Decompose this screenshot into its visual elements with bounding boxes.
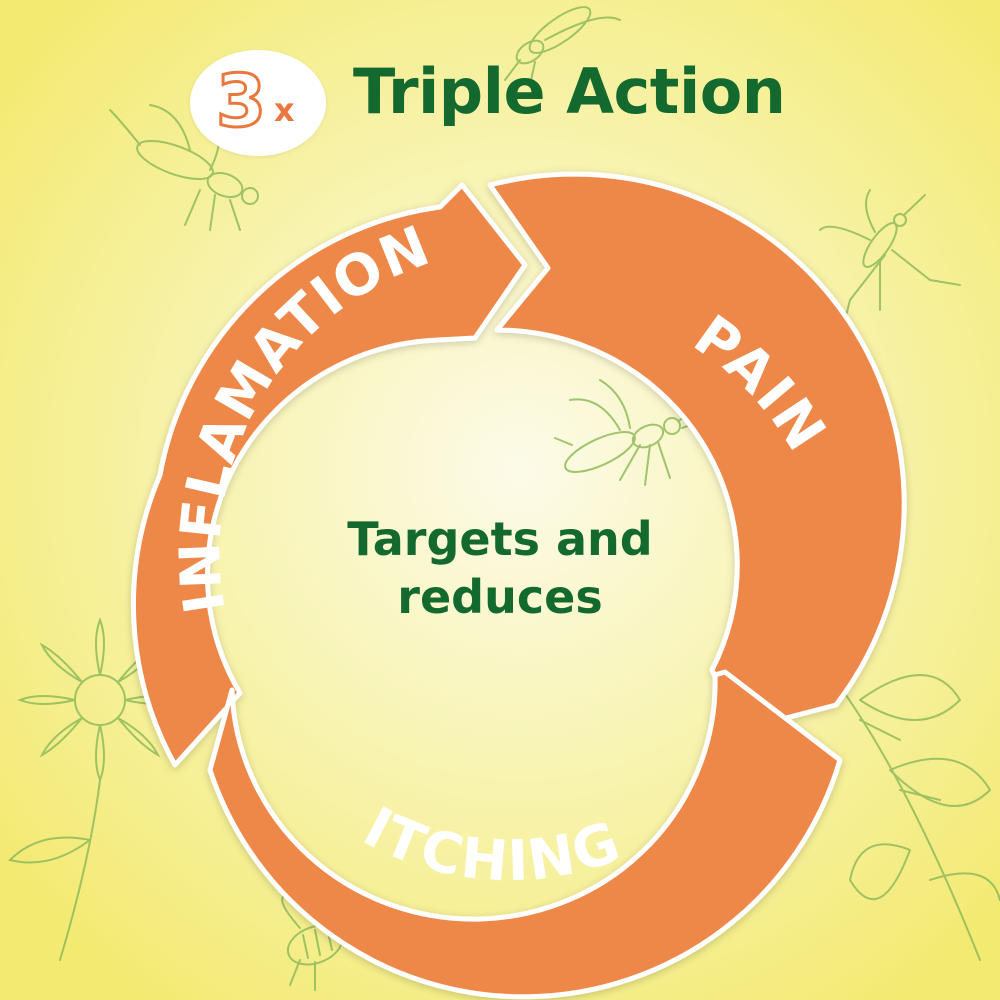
mosquito-icon: [819, 189, 961, 321]
triple-badge: 3 x: [190, 50, 326, 156]
flower-icon: [8, 617, 183, 961]
page-title: Triple Action: [353, 55, 786, 128]
center-caption-line-1: Targets and: [347, 512, 653, 566]
cycle-arrow-pain: [487, 171, 907, 733]
center-caption: Targets and reduces: [300, 510, 700, 626]
cycle-arrow-itching: [207, 669, 843, 1000]
wasp-icon: [554, 379, 706, 486]
badge-suffix: x: [274, 91, 295, 129]
cycle-arrow-inflamation: [130, 182, 528, 768]
wasp-icon: [504, 6, 621, 86]
badge-number: 3: [214, 58, 267, 145]
center-caption-line-2: reduces: [397, 570, 603, 624]
cycle-diagram: [130, 171, 907, 1000]
